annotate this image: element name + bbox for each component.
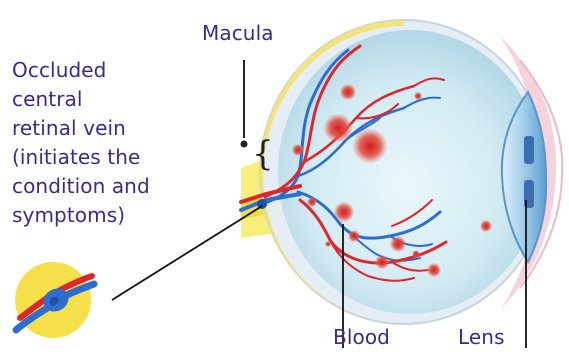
occluded-vein-label-line: Occluded xyxy=(12,56,187,85)
svg-text:{: { xyxy=(252,134,274,174)
occluded-vein-label-line: (initiates the xyxy=(12,143,187,172)
brace-icon: { xyxy=(241,60,274,174)
occluded-vein-label-line: central xyxy=(12,85,187,114)
occluded-vein-label-line: symptoms) xyxy=(12,201,187,230)
occluded-vein-label: Occluded central retinal vein (initiates… xyxy=(12,56,187,230)
occluded-vein-label-line: condition and xyxy=(12,172,187,201)
macula-label: Macula xyxy=(202,19,274,48)
occlusion-inset-icon xyxy=(15,262,94,338)
occluded-vein-label-line: retinal vein xyxy=(12,114,187,143)
